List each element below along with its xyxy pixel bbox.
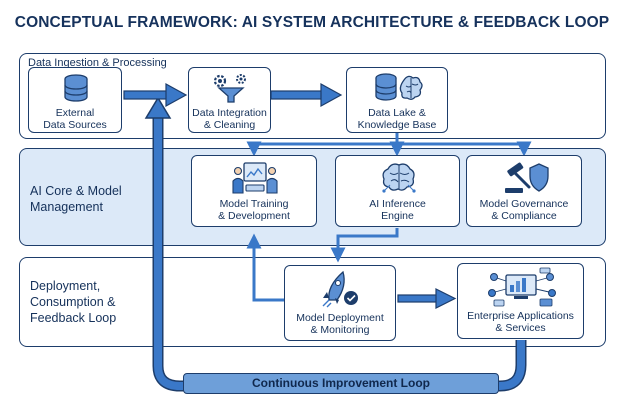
database-brain-icon — [375, 73, 423, 101]
feedback-loop-arrowhead — [144, 96, 172, 119]
page-title: CONCEPTUAL FRAMEWORK: AI SYSTEM ARCHITEC… — [14, 14, 610, 31]
inference-engine-label: AI Inference Engine — [369, 198, 426, 222]
arrow-deployment-to-enterprise — [397, 288, 457, 309]
model-governance-label: Model Governance & Compliance — [479, 198, 569, 222]
data-integration-label: Data Integration & Cleaning — [192, 107, 267, 131]
inference-engine-node: AI Inference Engine — [335, 155, 460, 227]
data-lake-label: Data Lake & Knowledge Base — [357, 107, 437, 131]
arrow-deployment-to-training — [246, 233, 286, 302]
external-data-sources-node: External Data Sources — [28, 67, 122, 133]
gear-funnel-icon — [213, 74, 246, 103]
data-integration-node: Data Integration & Cleaning — [188, 67, 271, 133]
continuous-improvement-loop: Continuous Improvement Loop — [183, 373, 499, 394]
brain-circuit-icon — [382, 163, 416, 193]
model-deployment-node: Model Deployment & Monitoring — [284, 265, 396, 341]
gavel-shield-icon — [505, 162, 549, 193]
arrow-integration-to-lake — [270, 82, 343, 108]
arrow-sources-to-integration — [123, 82, 188, 108]
team-screen-icon — [232, 162, 278, 194]
ingestion-section-label: Data Ingestion & Processing — [28, 57, 167, 69]
deployment-section-label: Deployment, Consumption & Feedback Loop — [30, 279, 117, 325]
arrow-lake-to-core — [246, 131, 532, 157]
database-icon — [64, 74, 88, 102]
model-deployment-label: Model Deployment & Monitoring — [296, 312, 384, 336]
core-section-label: AI Core & Model Management — [30, 184, 122, 214]
enterprise-applications-label: Enterprise Applications & Services — [467, 310, 574, 334]
external-data-sources-label: External Data Sources — [43, 107, 107, 131]
apps-network-icon — [488, 267, 556, 307]
model-training-label: Model Training & Development — [218, 198, 290, 222]
data-lake-node: Data Lake & Knowledge Base — [346, 67, 448, 133]
arrow-inference-to-deployment — [330, 228, 399, 263]
enterprise-applications-node: Enterprise Applications & Services — [457, 263, 584, 339]
model-training-node: Model Training & Development — [191, 155, 317, 227]
rocket-icon — [322, 270, 358, 308]
model-governance-node: Model Governance & Compliance — [466, 155, 582, 227]
